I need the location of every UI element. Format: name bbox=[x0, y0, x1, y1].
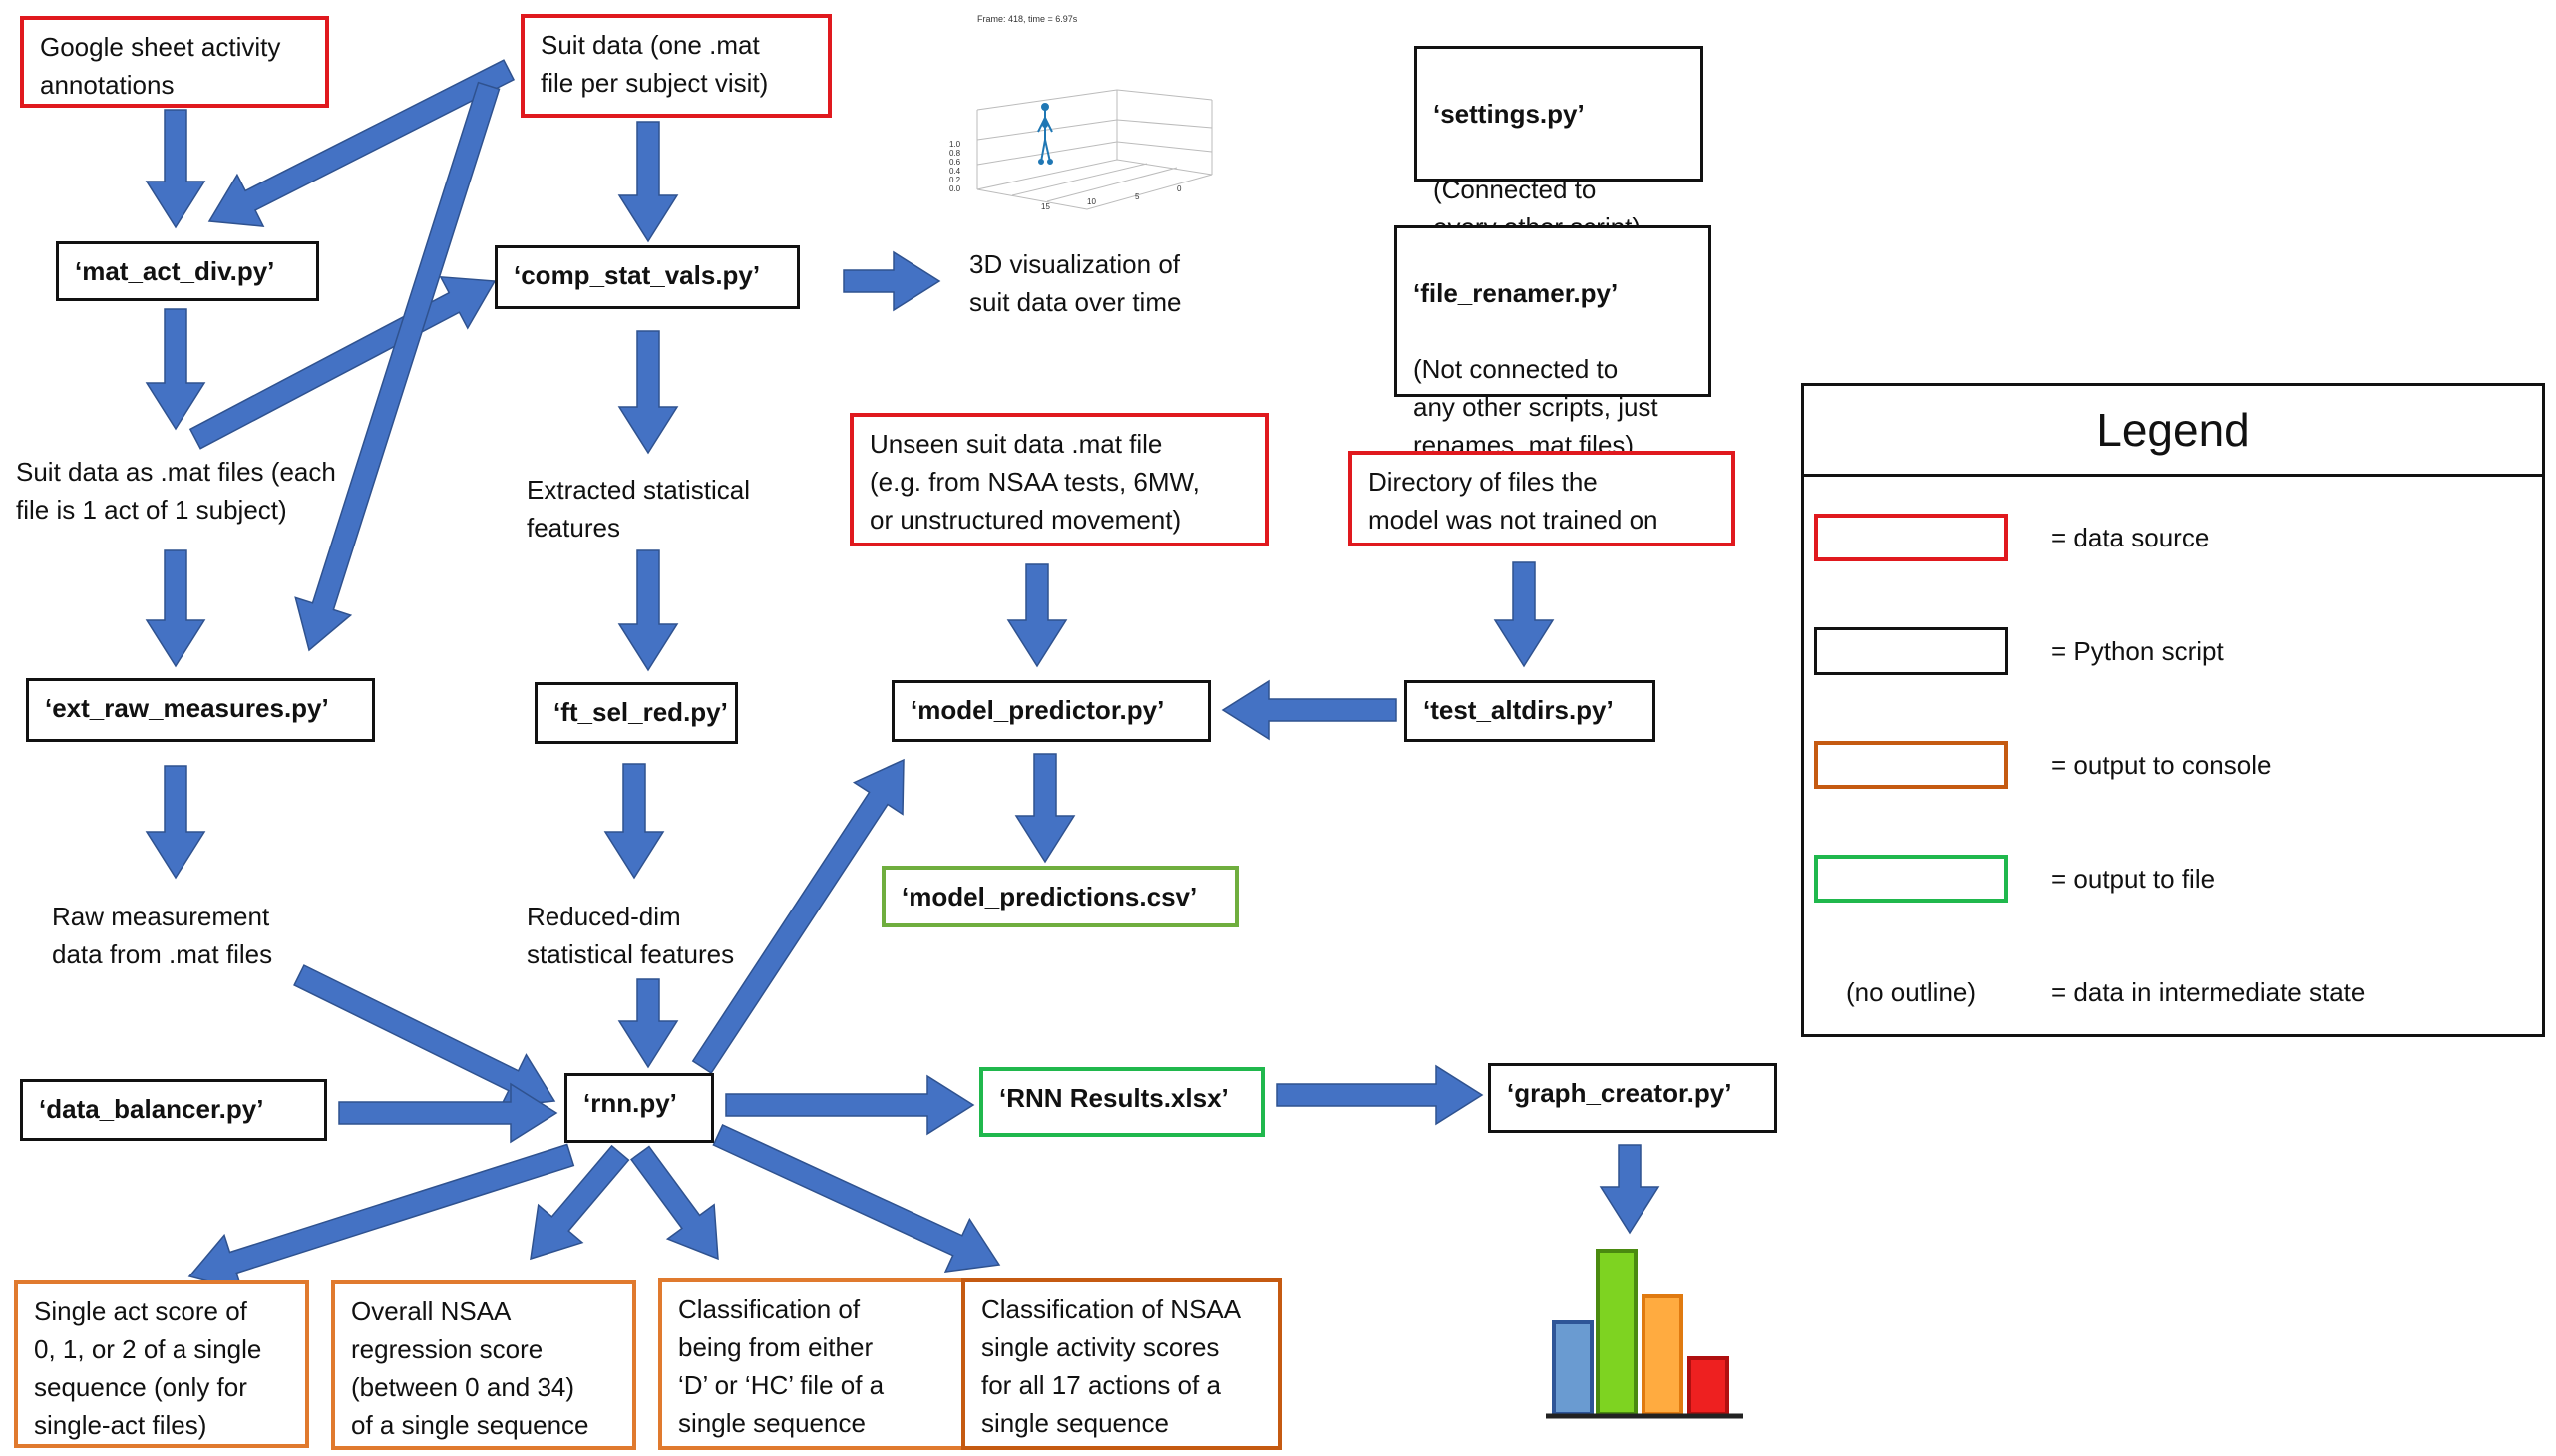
flow-arrow bbox=[843, 250, 941, 312]
legend-item-data-source: = data source bbox=[1814, 512, 2209, 563]
test-altdirs-script: ‘test_altdirs.py’ bbox=[1404, 680, 1655, 742]
file-renamer-description: (Not connected to any other scripts, jus… bbox=[1413, 354, 1658, 460]
flow-arrow bbox=[145, 308, 206, 431]
flow-arrow bbox=[1014, 753, 1076, 864]
legend-label: = data in intermediate state bbox=[2051, 976, 2366, 1007]
file-renamer-title: ‘file_renamer.py’ bbox=[1413, 278, 1619, 308]
bar-chart-icon bbox=[1546, 1249, 1743, 1419]
legend-title: Legend bbox=[1804, 386, 2542, 477]
extracted-statistical-features-label: Extracted statistical features bbox=[527, 475, 750, 543]
legend-swatch-red bbox=[1814, 514, 2008, 561]
flow-arrow bbox=[338, 1082, 558, 1144]
flow-arrow bbox=[1221, 679, 1397, 741]
model-predictions-file: ‘model_predictions.csv’ bbox=[882, 866, 1239, 927]
legend-no-outline-label: (no outline) bbox=[1845, 976, 1977, 1007]
flow-arrow bbox=[145, 109, 206, 229]
x-tick-label: 10 bbox=[1087, 197, 1096, 206]
legend-item-output-console: = output to console bbox=[1814, 739, 2271, 791]
settings-title: ‘settings.py’ bbox=[1433, 99, 1585, 129]
legend-panel: Legend = data source = Python script = o… bbox=[1801, 383, 2545, 1037]
output-overall-nsaa-score: Overall NSAA regression score (between 0… bbox=[331, 1280, 636, 1450]
flow-arrow bbox=[145, 549, 206, 668]
y-tick-label: 0.2 bbox=[949, 176, 961, 184]
output-d-hc-classification: Classification of being from either ‘D’ … bbox=[658, 1278, 973, 1450]
raw-measurement-label: Raw measurement data from .mat files bbox=[52, 902, 273, 969]
flow-arrow bbox=[712, 1124, 1001, 1274]
mat-act-div-script: ‘mat_act_div.py’ bbox=[56, 241, 319, 301]
x-tick-label: 0 bbox=[1177, 184, 1182, 193]
ext-raw-measures-script: ‘ext_raw_measures.py’ bbox=[26, 678, 375, 742]
flow-arrow bbox=[294, 81, 501, 652]
flow-arrow bbox=[1599, 1144, 1660, 1235]
y-tick-label: 0.0 bbox=[949, 184, 961, 193]
output-nsaa-single-activity: Classification of NSAA single activity s… bbox=[961, 1278, 1282, 1450]
flow-arrow bbox=[617, 121, 679, 243]
x-tick-label: 5 bbox=[1135, 192, 1140, 201]
3d-visualization-label: 3D visualization of suit data over time bbox=[969, 249, 1182, 317]
file-renamer-script: ‘file_renamer.py’ (Not connected to any … bbox=[1394, 225, 1711, 460]
y-tick-label: 1.0 bbox=[949, 140, 961, 149]
legend-label: = output to file bbox=[2051, 863, 2216, 894]
flow-arrow bbox=[1006, 563, 1068, 668]
plot-title: Frame: 418, time = 6.97s bbox=[977, 14, 1078, 24]
flow-arrow bbox=[617, 330, 679, 455]
flow-arrow bbox=[603, 763, 665, 880]
flow-arrow bbox=[1276, 1064, 1484, 1126]
y-tick-label: 0.8 bbox=[949, 149, 961, 158]
y-tick-label: 0.4 bbox=[949, 167, 961, 176]
data-balancer-script: ‘data_balancer.py’ bbox=[20, 1079, 327, 1141]
suit-data-mat-files-label: Suit data as .mat files (each file is 1 … bbox=[16, 457, 336, 525]
output-single-act-score: Single act score of 0, 1, or 2 of a sing… bbox=[14, 1280, 309, 1448]
legend-swatch-green bbox=[1814, 855, 2008, 903]
flow-arrow bbox=[293, 964, 556, 1108]
flow-arrow bbox=[725, 1074, 975, 1136]
legend-label: = output to console bbox=[2051, 749, 2272, 780]
graph-creator-script: ‘graph_creator.py’ bbox=[1488, 1063, 1777, 1133]
legend-item-python-script: = Python script bbox=[1814, 625, 2224, 677]
flow-arrow bbox=[617, 549, 679, 672]
y-tick-label: 0.6 bbox=[949, 158, 961, 167]
ft-sel-red-script: ‘ft_sel_red.py’ bbox=[535, 682, 738, 744]
arrow-group bbox=[145, 59, 1660, 1291]
google-sheet-source: Google sheet activity annotations bbox=[20, 16, 329, 108]
3d-plot-thumbnail: 1.0 0.8 0.6 0.4 0.2 0.0 15 10 5 0 bbox=[949, 89, 1213, 211]
flow-arrow bbox=[145, 765, 206, 880]
legend-swatch-orange bbox=[1814, 741, 2008, 789]
flow-arrow bbox=[530, 1144, 630, 1261]
legend-label: = data source bbox=[2051, 522, 2210, 552]
suit-data-source: Suit data (one .mat file per subject vis… bbox=[521, 14, 832, 118]
flow-arrow bbox=[187, 1143, 575, 1291]
reduced-dim-features-label: Reduced-dim statistical features bbox=[527, 902, 735, 969]
legend-label: = Python script bbox=[2051, 635, 2224, 666]
flow-arrow bbox=[207, 59, 516, 227]
legend-item-output-file: = output to file bbox=[1814, 853, 2215, 905]
flow-arrow bbox=[1493, 561, 1555, 668]
legend-swatch-black bbox=[1814, 627, 2008, 675]
flow-arrow bbox=[617, 978, 679, 1069]
rnn-script: ‘rnn.py’ bbox=[564, 1073, 714, 1143]
flow-arrow bbox=[691, 758, 905, 1075]
x-tick-label: 15 bbox=[1041, 202, 1050, 211]
unseen-suit-data-source: Unseen suit data .mat file (e.g. from NS… bbox=[850, 413, 1269, 546]
model-predictor-script: ‘model_predictor.py’ bbox=[892, 680, 1211, 742]
comp-stat-vals-script: ‘comp_stat_vals.py’ bbox=[495, 245, 800, 309]
settings-script: ‘settings.py’ (Connected to every other … bbox=[1414, 46, 1703, 242]
rnn-results-file: ‘RNN Results.xlsx’ bbox=[979, 1067, 1265, 1137]
flow-arrow bbox=[188, 275, 497, 450]
legend-item-intermediate: (no outline) = data in intermediate stat… bbox=[1814, 966, 2365, 1018]
flow-arrow bbox=[630, 1145, 719, 1261]
directory-files-source: Directory of files the model was not tra… bbox=[1348, 451, 1735, 546]
